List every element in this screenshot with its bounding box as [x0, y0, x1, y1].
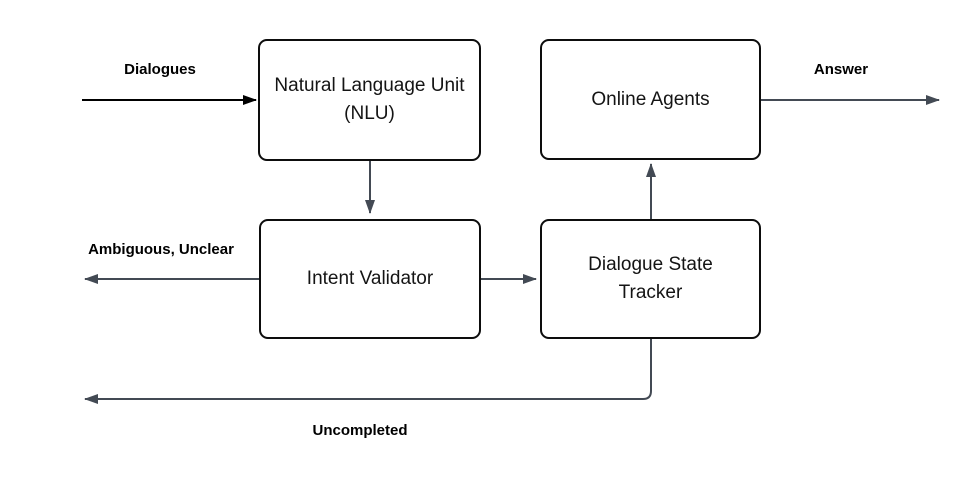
node-online-agents-label: Online Agents: [591, 88, 710, 110]
edge-label-uncompleted: Uncompleted: [312, 422, 408, 439]
edge-label-answer: Answer: [813, 61, 869, 78]
edge-dialogue-state-tracker-to-uncompleted-arrow: [84, 339, 652, 404]
node-online-agents: Online Agents: [540, 39, 761, 160]
node-natural-language-unit-label: Natural Language Unit (NLU): [274, 75, 465, 124]
node-natural-language-unit: Natural Language Unit (NLU): [258, 39, 481, 161]
node-intent-validator: Intent Validator: [259, 219, 481, 339]
edge-label-dialogues: Dialogues: [124, 61, 196, 78]
node-dialogue-state-tracker-label: Dialogue State Tracker: [588, 254, 713, 303]
node-intent-validator-label: Intent Validator: [306, 268, 434, 290]
edge-label-ambiguous-unclear: Ambiguous, Unclear: [88, 241, 234, 258]
node-dialogue-state-tracker: Dialogue State Tracker: [540, 219, 761, 339]
